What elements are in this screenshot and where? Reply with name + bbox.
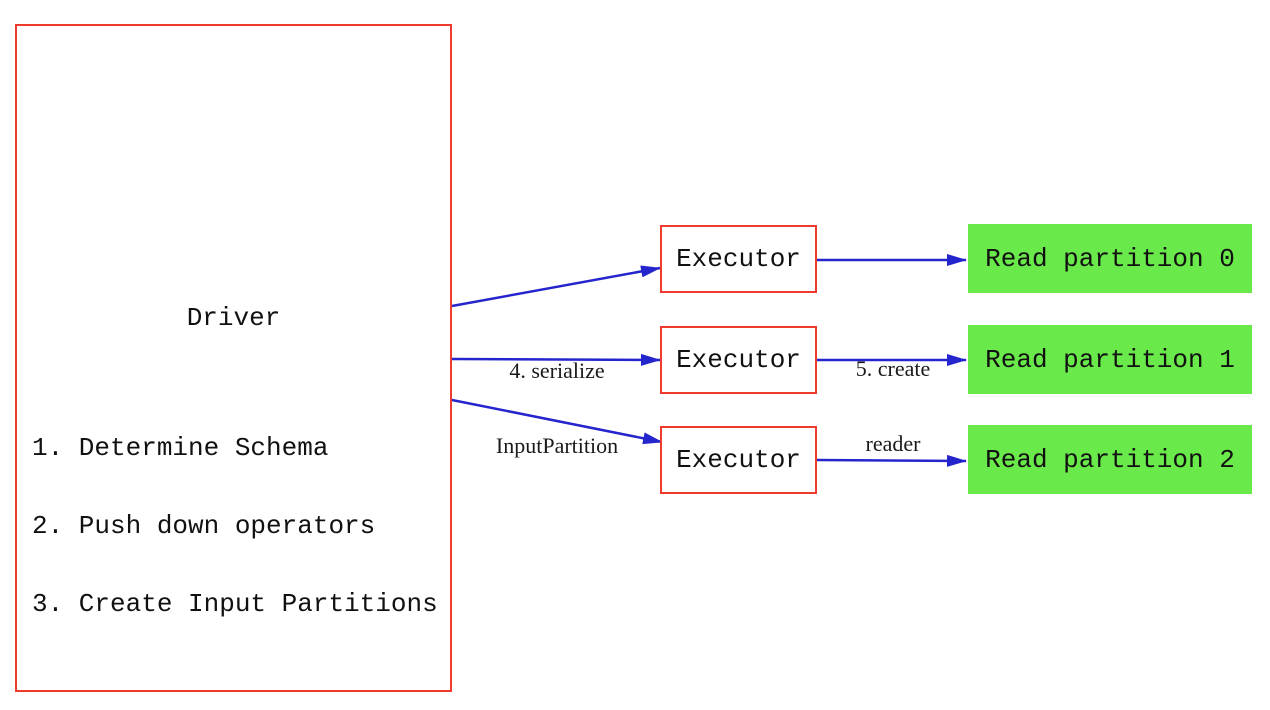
serialize-label-line2: InputPartition <box>495 433 619 458</box>
executor-label-2: Executor <box>676 445 801 475</box>
create-reader-label-line1: 5. create <box>855 356 931 381</box>
serialize-label-line1: 4. serialize <box>509 358 605 383</box>
executor-label-1: Executor <box>676 345 801 375</box>
read-partition-label-1: Read partition 1 <box>985 344 1235 375</box>
driver-title: Driver <box>186 303 281 333</box>
read-partition-box-1: Read partition 1 <box>968 325 1252 394</box>
executor-label-0: Executor <box>676 244 801 274</box>
driver-step-3: 3. Create Input Partitions <box>32 589 438 619</box>
driver-steps-list: 1. Determine Schema 2. Push down operato… <box>32 383 462 669</box>
driver-step-1: 1. Determine Schema <box>32 433 329 463</box>
serialize-inputpartition-label: 4. serialize InputPartition <box>450 308 664 508</box>
create-reader-label: 5. create reader <box>798 306 988 506</box>
driver-box: Driver 1. Determine Schema 2. Push down … <box>15 24 452 692</box>
executor-box-0: Executor <box>660 225 817 293</box>
read-partition-label-2: Read partition 2 <box>985 444 1235 475</box>
create-reader-label-line2: reader <box>865 431 921 456</box>
read-partition-box-2: Read partition 2 <box>968 425 1252 494</box>
arrow-driver-to-executor-0 <box>451 265 661 308</box>
driver-step-2: 2. Push down operators <box>32 511 376 541</box>
read-partition-box-0: Read partition 0 <box>968 224 1252 293</box>
executor-box-1: Executor <box>660 326 817 394</box>
read-partition-label-0: Read partition 0 <box>985 243 1235 274</box>
executor-box-2: Executor <box>660 426 817 494</box>
